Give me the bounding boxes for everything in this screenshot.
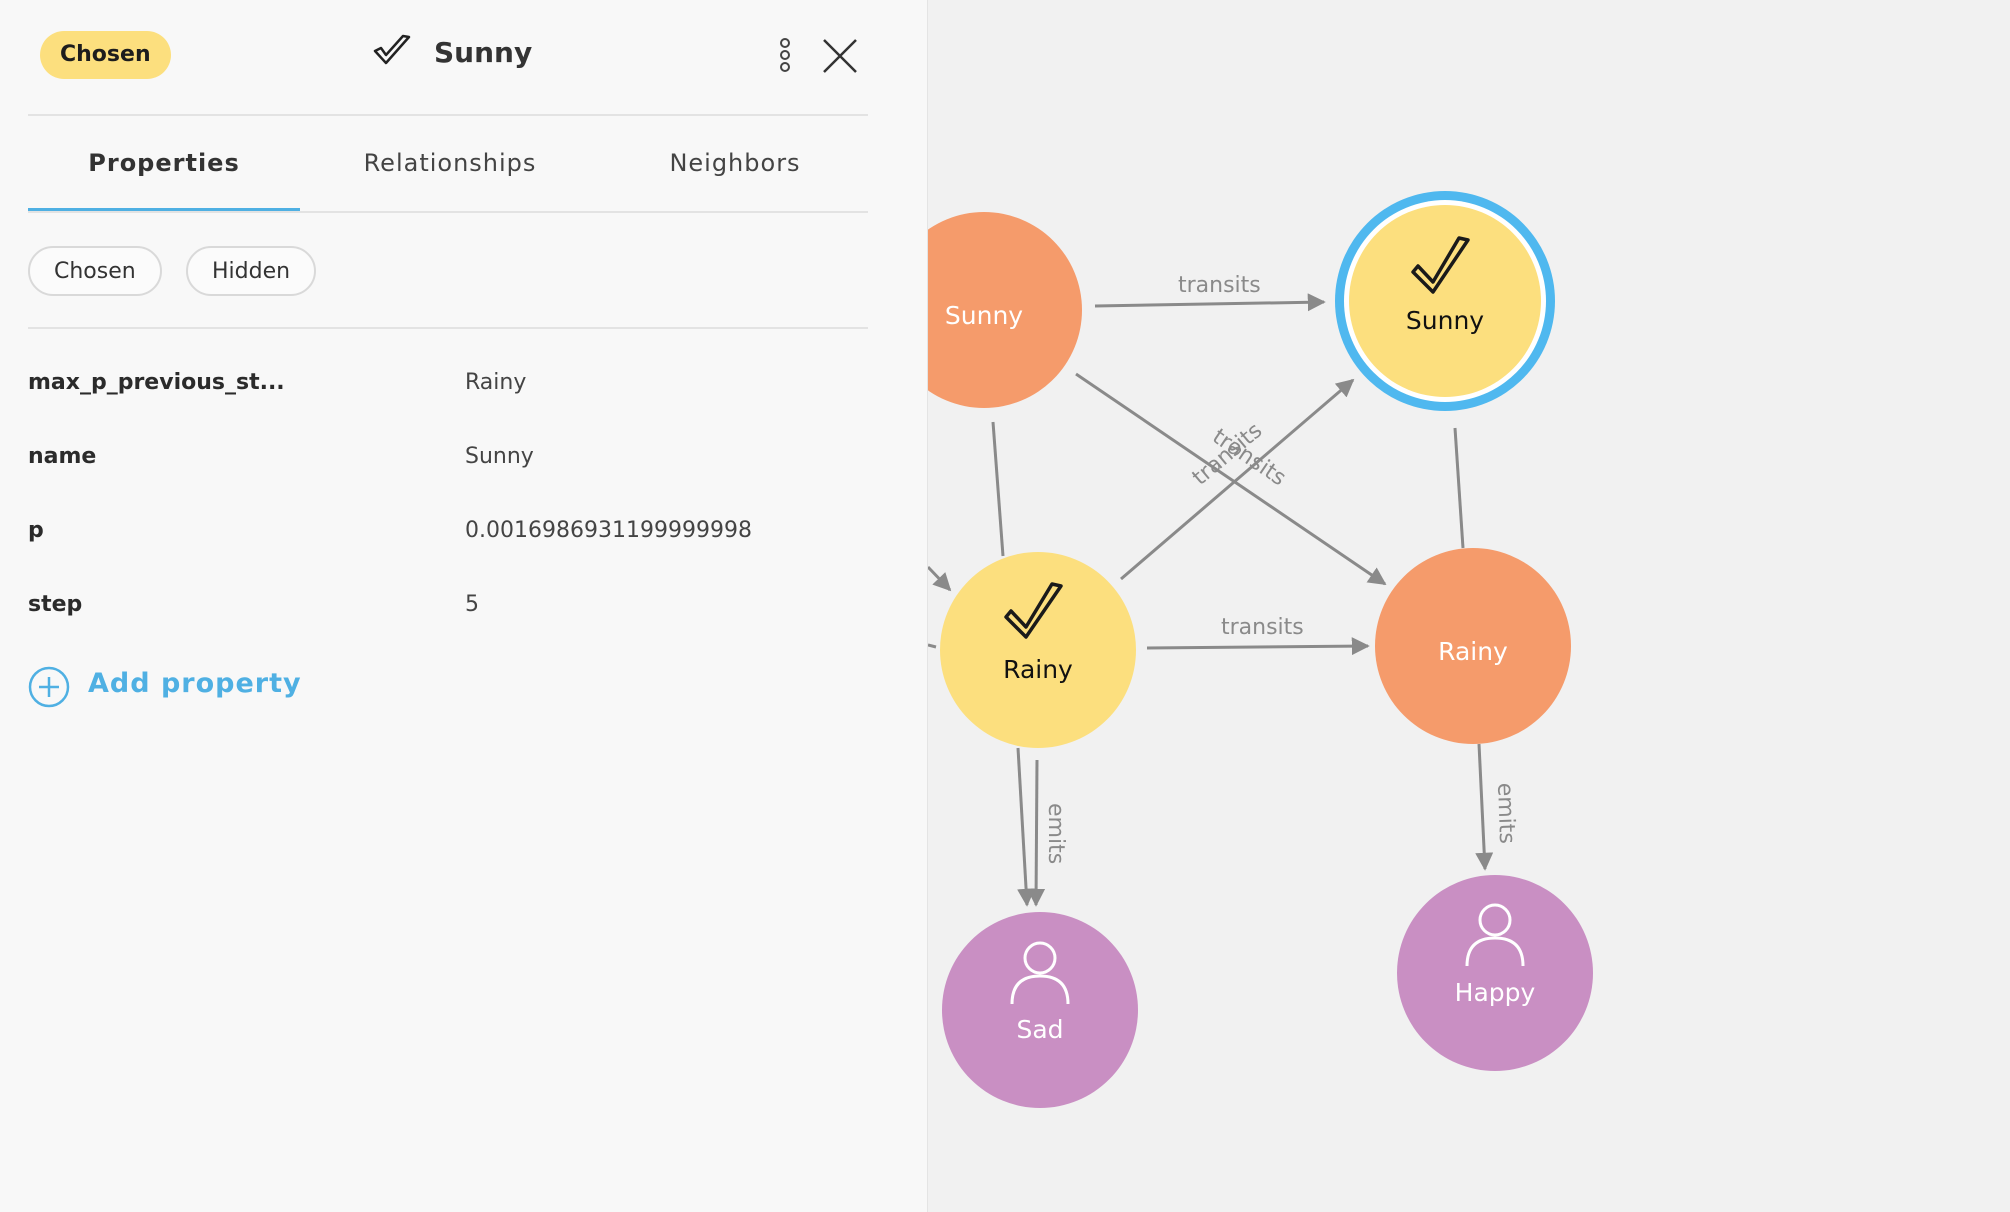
- node-label: Sad: [1016, 1015, 1063, 1044]
- graph-node-rainy[interactable]: Rainy: [1375, 548, 1571, 744]
- edge-label: transits: [1221, 615, 1304, 640]
- property-value[interactable]: Sunny: [465, 444, 534, 469]
- node-label: Sunny: [945, 301, 1023, 330]
- check-icon: [1411, 236, 1470, 294]
- label-chip-hidden[interactable]: Hidden: [186, 246, 317, 296]
- label-chip-chosen[interactable]: Chosen: [28, 246, 162, 296]
- edge[interactable]: [928, 643, 937, 649]
- edge-emits[interactable]: [1475, 743, 1494, 871]
- graph-canvas[interactable]: transits transits transits transits emit…: [928, 0, 2010, 1212]
- labels-divider: [28, 327, 868, 329]
- edge-label: emits: [1492, 782, 1519, 844]
- property-key: p: [28, 518, 44, 543]
- edge-transits[interactable]: [1146, 637, 1370, 656]
- plus-circle-icon: [28, 666, 70, 708]
- check-icon: [373, 34, 411, 65]
- chosen-badge[interactable]: Chosen: [40, 31, 171, 79]
- node-label: Rainy: [1003, 655, 1073, 684]
- node-inspector-panel: Chosen Sunny Properties Relationships Ne…: [0, 0, 928, 1212]
- graph-node-sunny-selected[interactable]: Sunny: [1335, 191, 1555, 411]
- check-icon: [1004, 582, 1063, 639]
- add-property-label: Add property: [88, 668, 302, 699]
- edge[interactable]: [1453, 427, 1465, 549]
- tab-relationships[interactable]: Relationships: [363, 149, 537, 177]
- header-divider: [28, 114, 868, 116]
- more-vertical-icon[interactable]: [770, 36, 800, 76]
- node-label: Rainy: [1438, 637, 1508, 666]
- graph-node-rainy-chosen[interactable]: Rainy: [940, 552, 1136, 748]
- property-key: max_p_previous_st...: [28, 370, 285, 395]
- person-icon: [1465, 903, 1525, 967]
- property-key: step: [28, 592, 83, 617]
- property-key: name: [28, 444, 97, 469]
- tab-neighbors[interactable]: Neighbors: [669, 149, 801, 177]
- tab-properties[interactable]: Properties: [28, 142, 300, 212]
- edge-label: emits: [1043, 803, 1068, 864]
- tabs-divider: [28, 211, 868, 213]
- edge[interactable]: [991, 421, 1005, 557]
- property-value[interactable]: Rainy: [465, 370, 527, 395]
- property-value[interactable]: 0.0016986931199999998: [465, 518, 752, 543]
- close-icon[interactable]: [820, 36, 860, 76]
- node-title: Sunny: [434, 36, 533, 69]
- edge-emits[interactable]: [1016, 747, 1036, 907]
- graph-node-sunny[interactable]: Sunny: [928, 212, 1082, 408]
- edge-label: transits: [1178, 273, 1261, 298]
- graph-node-sad[interactable]: Sad: [942, 912, 1138, 1108]
- edge-emits[interactable]: [1027, 759, 1046, 907]
- node-label: Sunny: [1406, 306, 1484, 335]
- edge[interactable]: [928, 565, 952, 592]
- edge-transits[interactable]: [1075, 372, 1387, 586]
- node-label: Happy: [1455, 978, 1536, 1007]
- edge-transits[interactable]: [1094, 293, 1326, 312]
- person-icon: [1010, 941, 1070, 1005]
- property-value[interactable]: 5: [465, 592, 479, 617]
- edge-transits[interactable]: [1120, 378, 1355, 581]
- graph-node-happy[interactable]: Happy: [1397, 875, 1593, 1071]
